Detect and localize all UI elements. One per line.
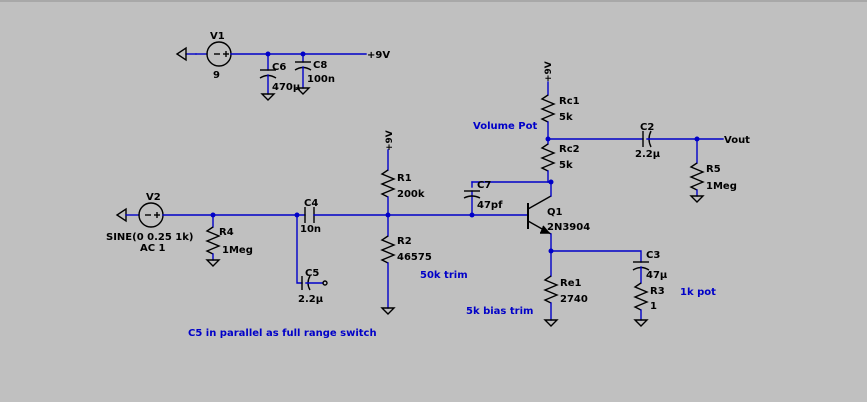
- c6-value: 470µ: [272, 82, 301, 93]
- c4-value: 10n: [300, 224, 321, 235]
- c8-label: C8: [313, 60, 327, 71]
- r4-label: R4: [219, 227, 234, 238]
- re1-label: Re1: [560, 278, 581, 289]
- resistor-r1[interactable]: [380, 149, 396, 216]
- capacitor-c8[interactable]: [294, 53, 312, 95]
- c3-label: C3: [646, 250, 660, 261]
- net-label-r1-9v: +9V: [385, 130, 395, 151]
- capacitor-c2[interactable]: [547, 130, 724, 148]
- resistor-r2[interactable]: [380, 214, 396, 315]
- c5-label: C5: [305, 268, 319, 279]
- q1-label: Q1: [547, 207, 563, 218]
- r3-value: 1: [650, 301, 657, 312]
- capacitor-c5[interactable]: [296, 214, 328, 291]
- r3-label: R3: [650, 286, 665, 297]
- rc2-value: 5k: [559, 160, 573, 171]
- c4-label: C4: [304, 198, 318, 209]
- capacitor-c3[interactable]: [550, 250, 650, 284]
- c5-value: 2.2µ: [298, 294, 324, 305]
- resistor-r3[interactable]: [633, 282, 649, 327]
- rc2-label: Rc2: [559, 144, 580, 155]
- note-1k-pot: 1k pot: [680, 287, 716, 298]
- voltage-source-v1[interactable]: [195, 41, 367, 67]
- ground-v1: [175, 46, 197, 62]
- junction: [265, 51, 271, 57]
- r2-label: R2: [397, 236, 412, 247]
- v2-ac: AC 1: [140, 243, 166, 254]
- c2-value: 2.2µ: [635, 149, 661, 160]
- capacitor-c6[interactable]: [259, 53, 277, 101]
- rc1-label: Rc1: [559, 96, 580, 107]
- note-5k-bias-trim: 5k bias trim: [466, 306, 533, 317]
- c7-label: C7: [477, 180, 491, 191]
- junction: [300, 51, 306, 57]
- r2-value: 46575: [397, 252, 432, 263]
- transistor-q1[interactable]: [471, 181, 552, 252]
- net-label-rc1-9v: +9V: [544, 61, 554, 82]
- resistor-r5[interactable]: [689, 138, 705, 203]
- c2-label: C2: [640, 122, 654, 133]
- net-label-vout: Vout: [724, 135, 750, 146]
- c3-value: 47µ: [646, 270, 668, 281]
- r5-label: R5: [706, 164, 721, 175]
- note-50k-trim: 50k trim: [420, 270, 468, 281]
- r4-value: 1Meg: [222, 245, 253, 256]
- q1-value: 2N3904: [547, 222, 590, 233]
- r1-label: R1: [397, 173, 412, 184]
- capacitor-c4[interactable]: [304, 207, 473, 223]
- c8-value: 100n: [307, 74, 335, 85]
- resistor-re1[interactable]: [543, 250, 559, 327]
- window-top-border: [0, 0, 867, 2]
- c6-label: C6: [272, 62, 286, 73]
- rc1-value: 5k: [559, 112, 573, 123]
- capacitor-c7[interactable]: [463, 181, 552, 216]
- c7-value: 47pf: [477, 200, 503, 211]
- r5-value: 1Meg: [706, 181, 737, 192]
- v2-value: SINE(0 0.25 1k): [106, 232, 193, 243]
- v2-label: V2: [146, 192, 161, 203]
- ground-v2: [115, 207, 140, 223]
- voltage-source-v2[interactable]: [138, 202, 164, 228]
- re1-value: 2740: [560, 294, 588, 305]
- resistor-rc1[interactable]: [540, 81, 556, 140]
- net-label-top-9v: +9V: [367, 50, 390, 61]
- note-volume-pot: Volume Pot: [473, 121, 537, 132]
- resistor-rc2[interactable]: [540, 138, 556, 183]
- note-c5-switch: C5 in parallel as full range switch: [188, 328, 377, 339]
- junction: [548, 179, 554, 185]
- v1-value: 9: [213, 70, 220, 81]
- resistor-r4[interactable]: [205, 214, 221, 267]
- v1-label: V1: [210, 31, 225, 42]
- r1-value: 200k: [397, 189, 425, 200]
